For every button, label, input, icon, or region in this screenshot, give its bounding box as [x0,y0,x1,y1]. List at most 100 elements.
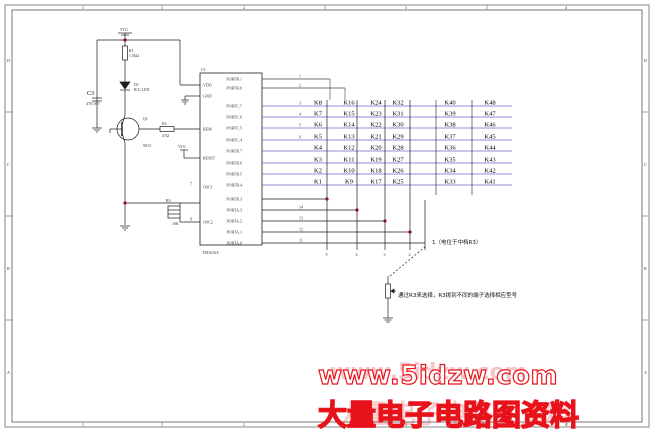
ic-body [199,72,263,246]
r3-value: 10K [172,221,179,226]
key-switch-label: K4 [314,145,323,152]
key-switch-label: K9 [345,179,353,186]
ic-left-pin-name: GND [203,94,212,99]
r3-select-circuit [383,245,427,323]
key-switch-label: K42 [484,168,495,175]
key-switch-label: K46 [484,122,496,129]
ic-right-pin-number: 11 [299,238,303,243]
c3-label: C3 [87,91,94,97]
key-switch-label: K25 [392,179,403,186]
key-switch-label: K27 [392,157,404,164]
ic-right-pin-name: PORTB.0 [226,86,242,91]
key-switch-label: K2 [314,168,322,175]
key-switch-label: K19 [370,157,381,164]
frame-col-2-top: 2 [243,5,245,10]
key-switch-label: K37 [444,134,456,141]
power-led-circuit [92,32,200,231]
ic-right-pin-number: 6 [299,135,301,140]
frame-row-b-right: B [644,266,647,271]
watermark-url: www.5idzw.com [317,360,559,391]
ic-right-pin-name: PORTC.5 [226,126,242,131]
key-switch-label: K31 [392,111,403,118]
c3-value: 470/16V [86,101,100,106]
key-switch-label: K32 [392,100,403,107]
key-switch-label: K5 [314,134,322,141]
key-switch-label: K1 [314,179,322,186]
ic-right-pin-name: PORTB.4 [226,183,242,188]
q1-label: Q1 [143,116,148,121]
ic-name: TM1616A [202,250,219,255]
key-switch-label: K33 [444,179,455,186]
d1-value: R/G LED [134,87,150,92]
r3-select-note: 通过R3来选择，R3拨到不同的端子选择相应型号 [398,291,518,299]
ic-right-pin-name: PORTB.7 [226,149,242,154]
q1-value: 9013 [143,143,151,148]
r1-label: R1 [129,48,134,53]
r3-label: R3 [166,198,171,203]
ic-left-pin-number: 7 [190,182,192,187]
ic-left-pin-name: RESET [203,156,216,161]
key-switch-label: K24 [370,100,382,107]
junction-dot [325,197,329,201]
r1-value: 1.5kΩ [129,53,139,58]
key-switch-label: K12 [343,145,354,152]
ic-right-pin-number: 5 [299,123,301,128]
watermark-shadow-text: 大量电子电路图资料 [338,400,573,430]
key-switch-label: K47 [484,111,496,118]
key-switch-label: K16 [343,100,355,107]
vcc2-label: VCC [178,144,187,149]
key-switch-label: K26 [392,168,404,175]
ic-right-pin-name: PORTA.2 [226,219,242,224]
key-switch-label: K43 [484,157,495,164]
key-switch-label: K6 [314,122,323,129]
ic-right-pin-number: 2 [299,83,301,88]
key-switch-label: K7 [314,111,323,118]
frame-row-b-left: B [7,266,10,271]
ic-right-pin-number: 4 [299,112,301,117]
key-switch-label: K20 [370,145,381,152]
ic-right-pin-name: PORTA.0 [226,241,242,246]
ic-right-pin-name: PORTB.1 [226,77,242,82]
watermark-text: 大量电子电路图资料 [317,397,580,432]
r2-label: R2 [162,121,167,126]
ic-right-pin-number: 1 [299,74,301,79]
ic-left-pin-number: 8 [190,217,192,222]
key-switch-label: K22 [370,122,381,129]
key-switch-label: K48 [484,100,495,107]
key-switch-label: K23 [370,111,381,118]
key-switch-label: K13 [343,134,354,141]
key-switch-label: K34 [444,168,456,175]
key-switch-label: K14 [343,122,355,129]
d1-label: D1 [134,82,139,87]
ic-right-pin-number: 14 [299,205,303,210]
key-switch-label: K35 [444,157,455,164]
ic-right-pin-number: 3 [299,101,301,106]
frame-col-1-top: 1 [82,5,84,10]
key-switch-label: K29 [392,134,403,141]
key-switch-label: K17 [370,179,382,186]
key-switch-label: K3 [314,157,322,164]
key-switch-label: K21 [370,134,381,141]
watermark-shadow-url: www.5idzw.com [330,360,528,385]
ic-right-pin-name: PORTA.3 [226,208,242,213]
key-switch-label: K15 [343,111,354,118]
key-switch-label: K18 [370,168,381,175]
key-switch-label: K40 [444,100,455,107]
ic-right-pin-number: 12 [299,227,303,232]
frame-col-2-bottom: 2 [243,422,245,427]
ic-right-pin-name: PORTA.1 [226,230,242,235]
ic-right-pin-name: PORTC.4 [226,138,242,143]
key-switch-label: K10 [343,168,354,175]
frame-col-4-top: 4 [565,5,567,10]
key-switch-label: K39 [444,111,455,118]
ic-left-pin-name: OSC1 [203,185,213,190]
junction-vcc [123,38,127,42]
frame-row-a-left: A [7,370,10,375]
r2-value: 47Ω [162,133,169,138]
frame-col-4-bottom: 4 [565,422,567,427]
junction-dot [355,208,359,212]
ic-ref: U1 [201,67,206,72]
r3-tap-note: 1（电位于中档R3） [432,238,481,246]
